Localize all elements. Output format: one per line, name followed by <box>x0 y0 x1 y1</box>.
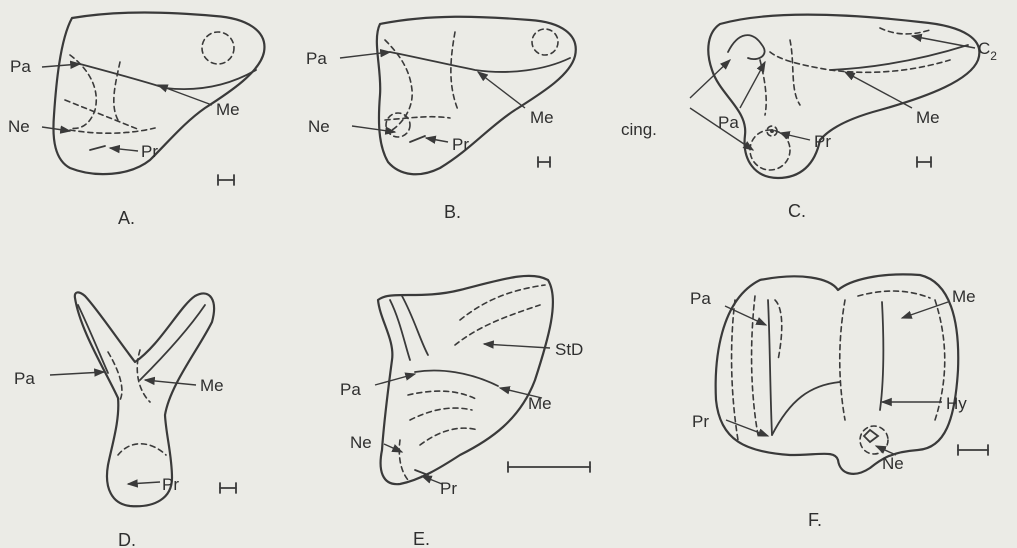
me-arrow-d <box>145 380 196 385</box>
label-pr-a: Pr <box>141 142 158 161</box>
panel-c: C2 cing. Pa Me Pr C. <box>621 15 997 221</box>
label-pr-d: Pr <box>162 475 179 494</box>
panel-b: Pa Me Ne Pr B. <box>306 17 576 222</box>
caption-f: F. <box>808 510 822 530</box>
pr-arrow-e <box>422 476 442 484</box>
label-pa-f: Pa <box>690 289 711 308</box>
label-ne-e: Ne <box>350 433 372 452</box>
label-pr-c: Pr <box>814 132 831 151</box>
label-pr-b: Pr <box>452 135 469 154</box>
label-pa-d: Pa <box>14 369 35 388</box>
label-me-c: Me <box>916 108 940 127</box>
caption-a: A. <box>118 208 135 228</box>
label-ne-b: Ne <box>308 117 330 136</box>
ne-arrow-b <box>352 126 395 132</box>
tooth-outline-d <box>75 292 214 506</box>
pr-arrow-f <box>726 420 768 436</box>
pr-arrow-a <box>110 148 138 151</box>
label-std-e: StD <box>555 340 583 359</box>
pa-arrow-d <box>50 372 104 375</box>
panel-f: Pa Me Hy Pr Ne F. <box>690 274 988 530</box>
panel-e: StD Pa Me Ne Pr E. <box>340 276 590 548</box>
panel-d: Pa Me Pr D. <box>14 292 236 548</box>
label-ne-f: Ne <box>882 454 904 473</box>
caption-c: C. <box>788 201 806 221</box>
tooth-outline-b <box>377 17 576 175</box>
label-me-d: Me <box>200 376 224 395</box>
c2-arrow-c <box>912 36 975 48</box>
pa-arrow-a <box>42 64 80 67</box>
label-c-c: C2 <box>978 39 997 63</box>
pa-arrow-c <box>740 62 765 108</box>
label-me-b: Me <box>530 108 554 127</box>
pa-arrow-f <box>725 306 766 325</box>
pr-arrow-d <box>128 482 160 484</box>
cusp-circle-b <box>532 29 558 55</box>
label-pa-a: Pa <box>10 57 31 76</box>
me-arrow-f <box>902 302 948 318</box>
caption-e: E. <box>413 529 430 548</box>
label-pr-f: Pr <box>692 412 709 431</box>
ne-arrow-a <box>42 127 70 131</box>
cusp-circle-a <box>202 32 234 64</box>
label-pa-b: Pa <box>306 49 327 68</box>
tooth-outline-a <box>53 13 264 175</box>
label-pa-e: Pa <box>340 380 361 399</box>
label-me-e: Me <box>528 394 552 413</box>
label-me-f: Me <box>952 287 976 306</box>
pr-arrow-b <box>426 138 448 142</box>
tooth-outline-e <box>378 276 553 484</box>
pa-arrow-e <box>375 374 415 385</box>
label-hy-f: Hy <box>946 394 967 413</box>
label-ne-a: Ne <box>8 117 30 136</box>
tooth-outline-c <box>708 15 979 178</box>
label-pr-e: Pr <box>440 479 457 498</box>
caption-d: D. <box>118 530 136 548</box>
me-arrow-c <box>845 72 912 108</box>
pa-arrow-b <box>340 52 390 58</box>
caption-b: B. <box>444 202 461 222</box>
tooth-outline-f <box>716 274 959 473</box>
me-arrow-b <box>478 72 525 108</box>
label-cing-c: cing. <box>621 120 657 139</box>
std-arrow-e <box>484 344 550 348</box>
label-pa-c: Pa <box>718 113 739 132</box>
panel-a: Pa Me Ne Pr A. <box>8 13 264 229</box>
label-me-a: Me <box>216 100 240 119</box>
